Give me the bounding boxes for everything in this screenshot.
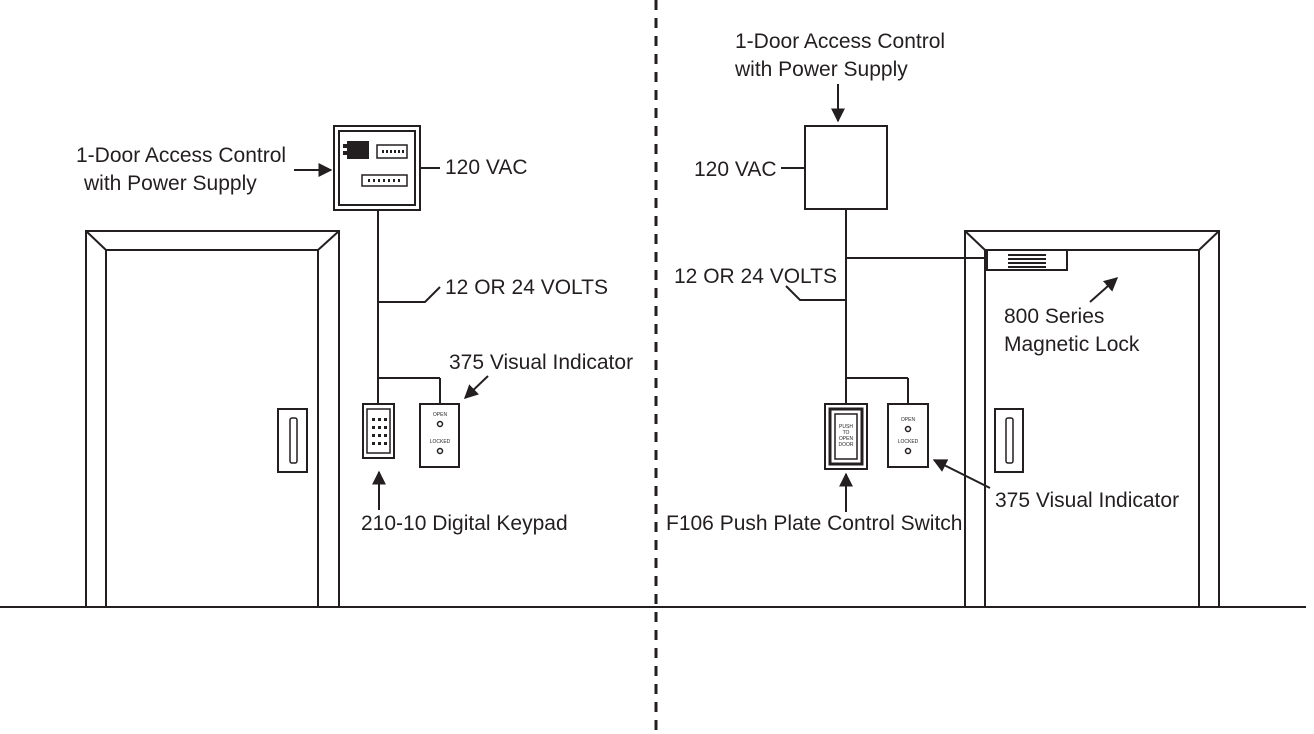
right-voltage-label: 12 OR 24 VOLTS	[674, 265, 837, 288]
maglock-label-line2: Magnetic Lock	[1004, 333, 1140, 356]
right-indicator-open-text: OPEN	[901, 417, 916, 423]
left-keypad	[362, 403, 395, 459]
left-controller-label-line1: 1-Door Access Control	[76, 144, 286, 167]
left-wiring	[377, 167, 441, 404]
left-door-handle	[277, 408, 308, 473]
left-indicator-open-text: OPEN	[433, 412, 448, 418]
left-indicator-locked-text: LOCKED	[430, 439, 451, 445]
left-power-label: 120 VAC	[445, 156, 528, 179]
maglock-arrow	[1089, 277, 1119, 303]
right-controller-label-line2: with Power Supply	[734, 58, 908, 81]
left-voltage-label: 12 OR 24 VOLTS	[445, 276, 608, 299]
push-plate-switch: PUSH TO OPEN DOOR	[824, 403, 868, 470]
right-indicator-label: 375 Visual Indicator	[995, 489, 1179, 512]
magnetic-lock	[986, 249, 1068, 271]
push-plate-text-1: PUSH	[839, 424, 853, 430]
right-door-handle	[994, 408, 1024, 473]
maglock-label-line1: 800 Series	[1004, 305, 1104, 328]
left-indicator-arrow	[463, 375, 489, 399]
push-plate-text-2: TO	[843, 430, 850, 436]
right-indicator-arrow	[932, 459, 991, 489]
right-controller-box	[804, 125, 888, 210]
right-controller-label-line1: 1-Door Access Control	[735, 30, 945, 53]
left-controller-label-line2: with Power Supply	[83, 172, 257, 195]
right-wiring	[781, 167, 987, 404]
pushplate-label: F106 Push Plate Control Switch	[666, 512, 962, 535]
right-indicator-locked-text: LOCKED	[898, 439, 919, 445]
right-visual-indicator: OPEN LOCKED	[887, 403, 929, 468]
left-door	[85, 230, 340, 607]
left-controller-box	[333, 125, 421, 211]
left-visual-indicator: OPEN LOCKED	[419, 403, 460, 468]
push-plate-text-3: OPEN	[839, 436, 854, 442]
right-power-label: 120 VAC	[694, 158, 777, 181]
right-door	[964, 230, 1220, 607]
left-keypad-label: 210-10 Digital Keypad	[361, 512, 568, 535]
left-indicator-label: 375 Visual Indicator	[449, 351, 633, 374]
push-plate-text-4: DOOR	[839, 442, 854, 448]
